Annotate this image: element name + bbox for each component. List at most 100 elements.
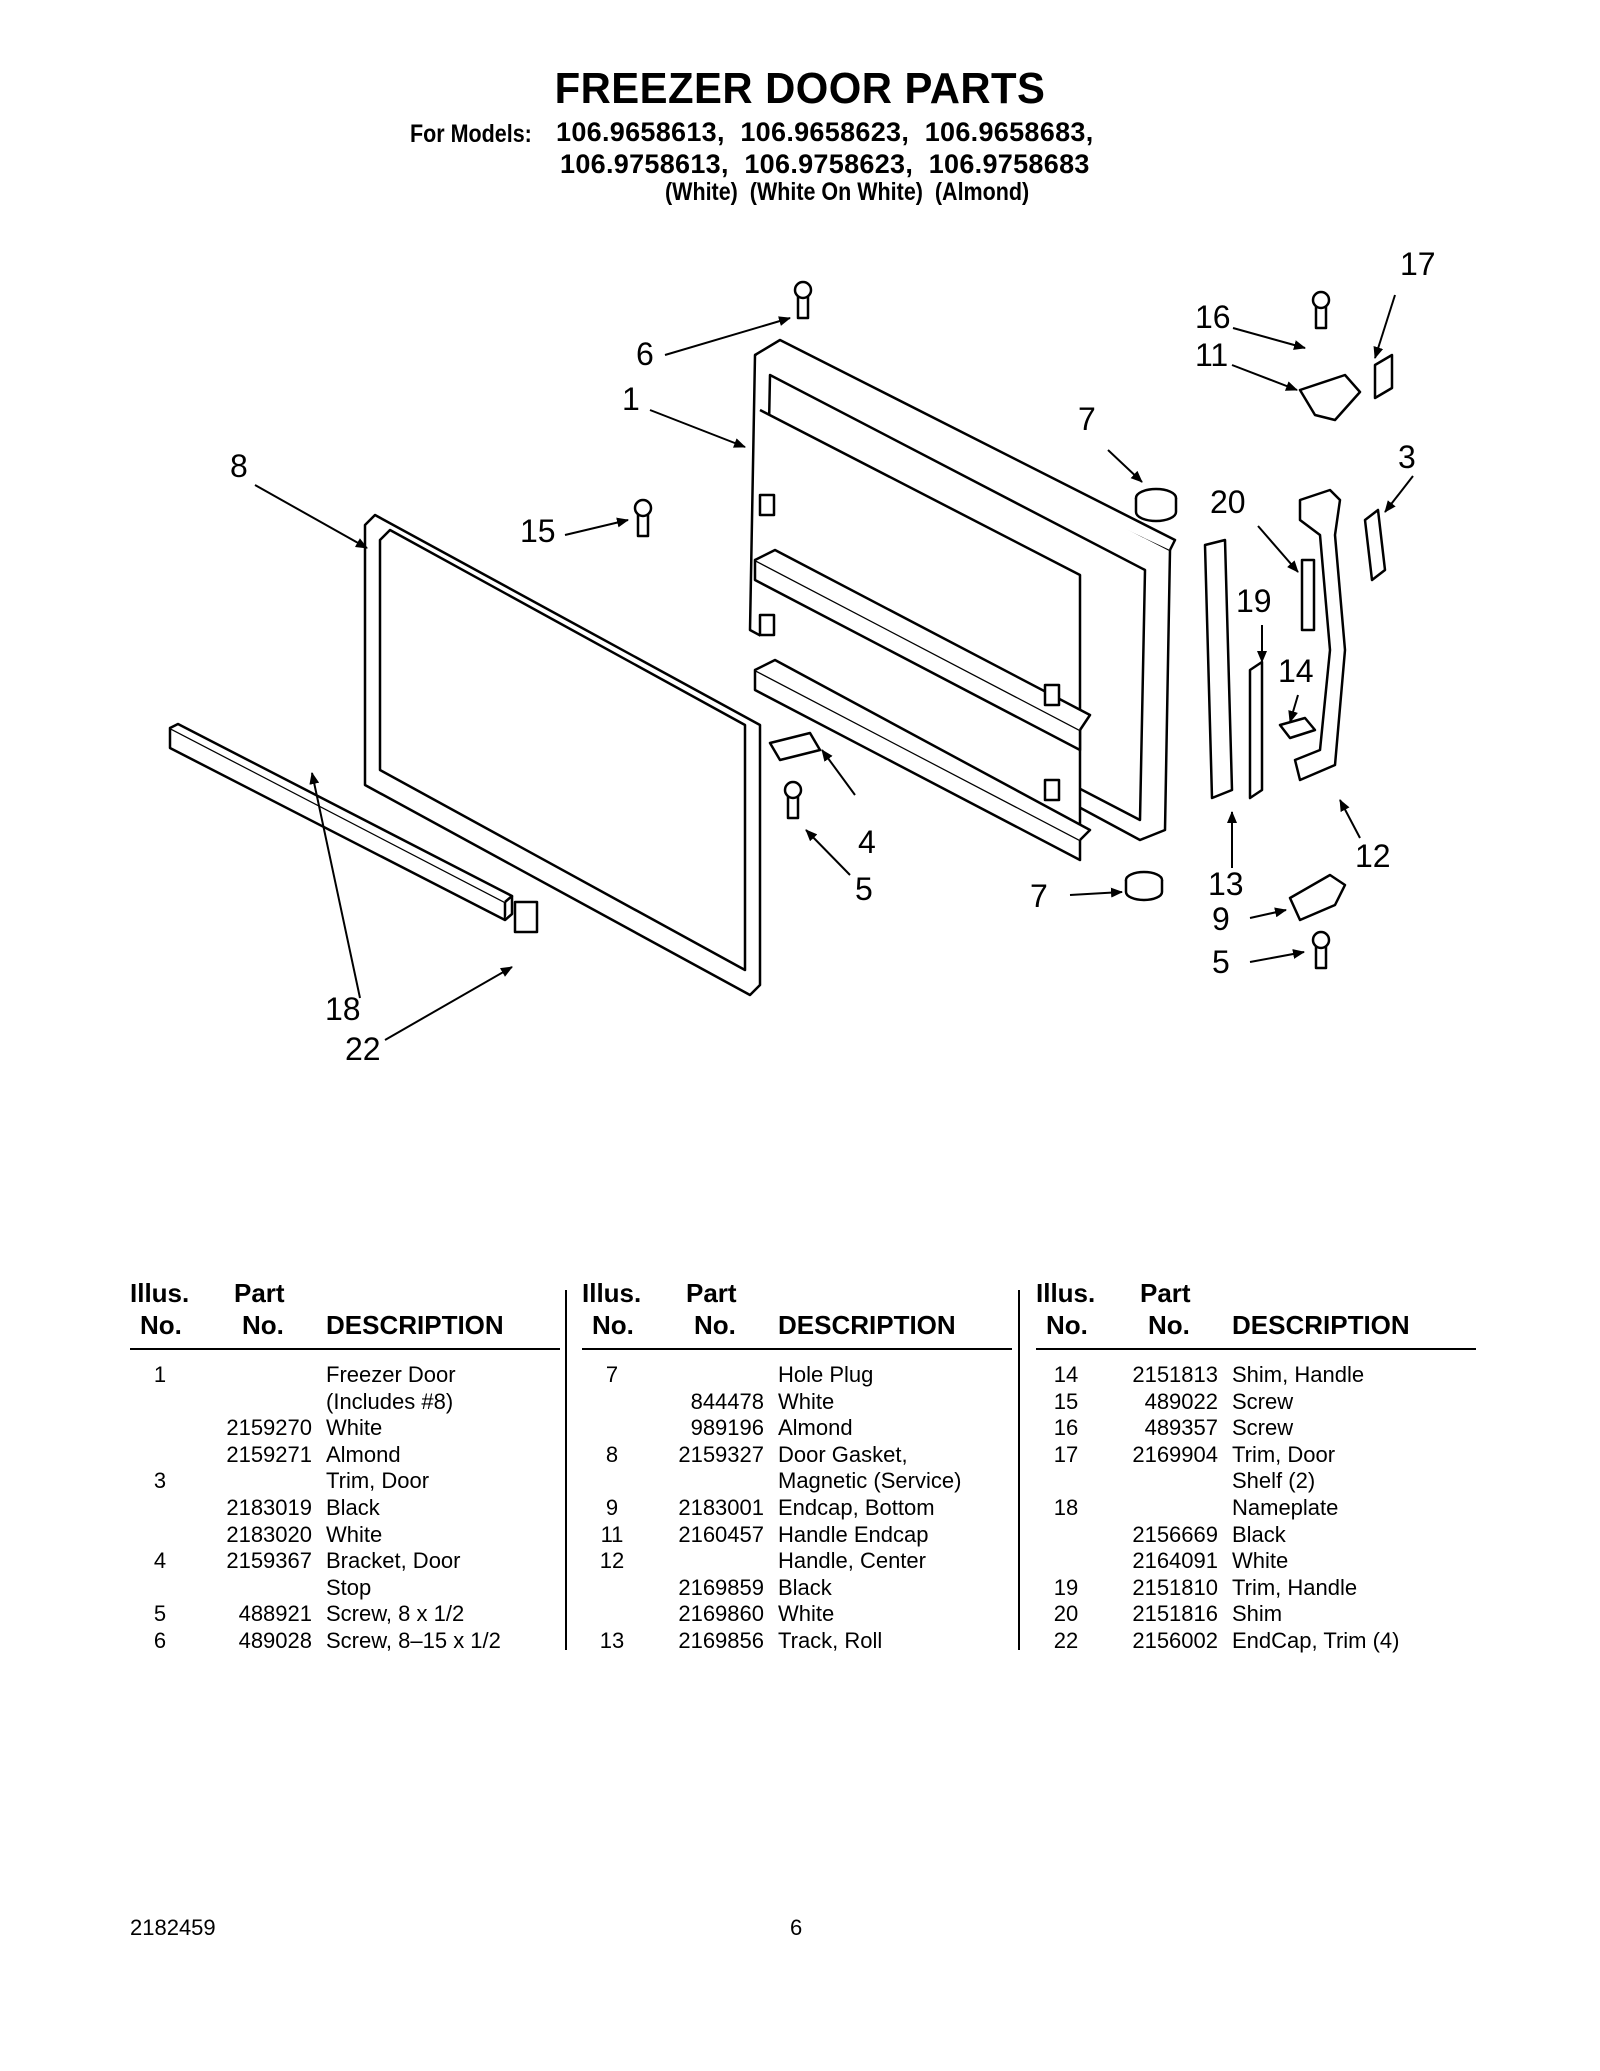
description-cell: Handle Endcap — [778, 1521, 929, 1547]
nameplate-part — [1373, 353, 1394, 400]
illus-number-cell: 8 — [605, 1441, 619, 1467]
description-cell: White — [326, 1415, 383, 1441]
header-description: DESCRIPTION — [778, 1310, 956, 1340]
part-number-cell: 2169859 — [678, 1574, 764, 1600]
part-number-cell: 2183020 — [226, 1521, 312, 1547]
table-row: 2164091 White — [1036, 1548, 1476, 1575]
header-description: DESCRIPTION — [326, 1310, 504, 1340]
hole-plug-part-bottom — [1124, 870, 1164, 902]
freezer-door-part — [748, 338, 1177, 862]
models-line-2: 106.9758613, 106.9758623, 106.9758683 — [560, 149, 1090, 179]
description-cell: Black — [1232, 1521, 1286, 1547]
part-number-cell: 2183019 — [226, 1494, 312, 1520]
description-cell: Bracket, Door — [326, 1548, 461, 1574]
part-number-cell: 2156669 — [1132, 1521, 1218, 1547]
callout-8: 8 — [230, 448, 248, 484]
page-title: FREEZER DOOR PARTS — [554, 64, 1046, 113]
callout-16: 16 — [1195, 299, 1231, 335]
table-row: Shelf (2) — [1036, 1468, 1476, 1495]
part-number-cell: 2159367 — [226, 1548, 312, 1574]
illus-number-cell: 7 — [605, 1362, 619, 1387]
screw-part-6 — [793, 280, 813, 320]
callout-18: 17 — [1400, 246, 1436, 282]
part-number-cell: 489022 — [1144, 1388, 1218, 1414]
part-number-cell: 2164091 — [1132, 1548, 1218, 1574]
callout-12: 12 — [1355, 838, 1391, 874]
illus-number-cell: 16 — [1053, 1415, 1079, 1441]
illus-number-cell: 22 — [1053, 1627, 1079, 1653]
table-row: 16 489357 Screw — [1036, 1415, 1476, 1442]
description-cell: White — [778, 1601, 835, 1627]
illus-number-cell: 11 — [600, 1521, 624, 1547]
description-cell: Door Gasket, — [778, 1441, 908, 1467]
table-row: 6 489028 Screw, 8–15 x 1/2 — [130, 1628, 560, 1655]
header-illus-no: No. — [1046, 1310, 1088, 1340]
exploded-parts-diagram: 6 1 8 15 7 16 11 17 3 20 19 14 4 5 7 12 … — [168, 246, 1436, 1067]
part-number-cell: 488921 — [238, 1601, 312, 1627]
screw-part-5a — [783, 780, 803, 820]
description-cell: Shelf (2) — [1232, 1468, 1316, 1494]
description-cell: White — [326, 1521, 383, 1547]
header-part: Part — [1140, 1278, 1191, 1308]
screw-part-5b — [1311, 930, 1331, 970]
description-cell: White — [1232, 1548, 1289, 1574]
header-rule — [582, 1348, 1012, 1350]
models-line-1: 106.9658613, 106.9658623, 106.9658683, — [556, 117, 1094, 147]
callout-14: 14 — [1278, 653, 1314, 689]
header-part-no: No. — [242, 1310, 284, 1340]
table-row: Stop — [130, 1575, 560, 1602]
description-cell: Black — [326, 1494, 380, 1520]
description-cell: Black — [778, 1574, 832, 1600]
description-cell: White — [778, 1388, 835, 1414]
table-row: 2183019 Black — [130, 1495, 560, 1522]
description-cell: Screw, 8–15 x 1/2 — [326, 1627, 501, 1653]
header-part-no: No. — [694, 1310, 736, 1340]
column-separator-2 — [1018, 1290, 1020, 1650]
description-cell: Screw — [1232, 1415, 1294, 1441]
illus-number-cell: 15 — [1053, 1388, 1079, 1414]
page-number: 6 — [790, 1915, 803, 1940]
handle-part — [1293, 488, 1347, 782]
illus-number-cell: 6 — [153, 1627, 167, 1653]
header-part-no: No. — [1148, 1310, 1190, 1340]
callout-20: 20 — [1210, 484, 1246, 520]
description-cell: Screw, 8 x 1/2 — [326, 1601, 465, 1627]
callout-13: 13 — [1208, 866, 1244, 902]
illus-number-cell: 20 — [1053, 1601, 1079, 1627]
illus-number-cell: 14 — [1053, 1362, 1079, 1387]
description-cell: Handle, Center — [778, 1548, 926, 1574]
track-roll-part — [1203, 538, 1234, 800]
callout-5-right: 5 — [1212, 944, 1230, 980]
header-illus: Illus. — [582, 1278, 642, 1308]
description-cell: Trim, Door — [1232, 1441, 1336, 1467]
callout-17: 18 — [325, 991, 361, 1027]
part-number-cell: 2169904 — [1132, 1441, 1218, 1467]
illus-number-cell: 5 — [153, 1601, 167, 1627]
callout-5-left: 5 — [855, 871, 873, 907]
description-cell: (Includes #8) — [326, 1388, 454, 1414]
part-number-cell: 489357 — [1144, 1415, 1218, 1441]
shim-part — [1300, 558, 1316, 632]
part-number-cell: 489028 — [238, 1627, 312, 1653]
description-cell: Stop — [326, 1574, 372, 1600]
trim-door-shelf-part — [168, 722, 514, 922]
endcap-trim-part — [513, 900, 539, 934]
trim-handle-part-19 — [1248, 660, 1264, 800]
part-number-cell: 2151810 — [1132, 1574, 1218, 1600]
